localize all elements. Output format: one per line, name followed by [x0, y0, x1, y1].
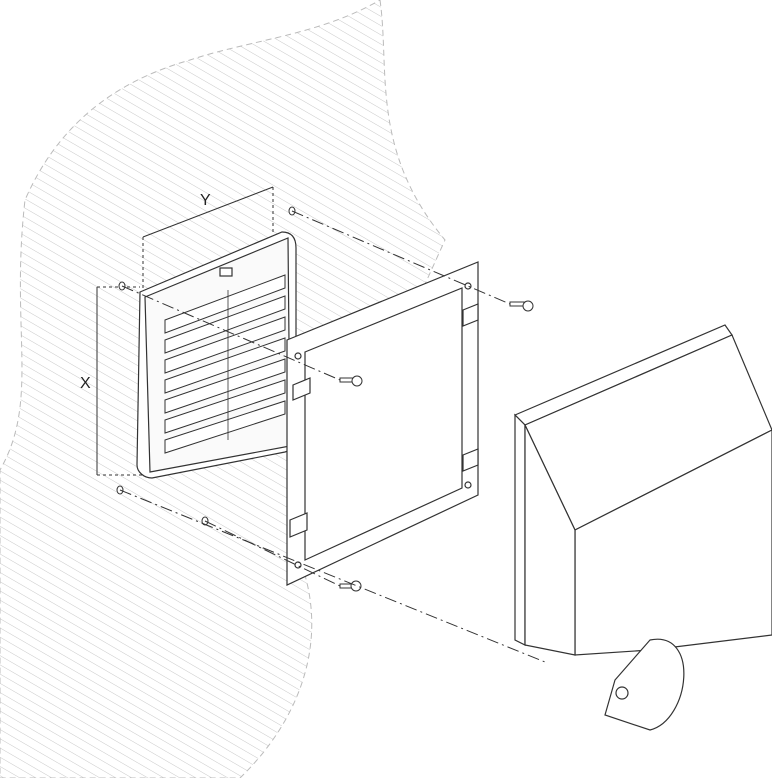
dimension-y-label: Y: [200, 192, 211, 209]
screws: [339, 300, 534, 592]
rain-hood: [513, 324, 772, 731]
screw-top-right: [509, 300, 534, 312]
screw-bottom: [339, 580, 362, 592]
dimension-y: [142, 186, 274, 290]
dimension-x-label: X: [80, 375, 91, 392]
louvered-grille: [136, 231, 297, 479]
dimension-x: [96, 286, 150, 476]
mounting-frame: [286, 261, 479, 586]
alignment-lines: [119, 210, 546, 663]
